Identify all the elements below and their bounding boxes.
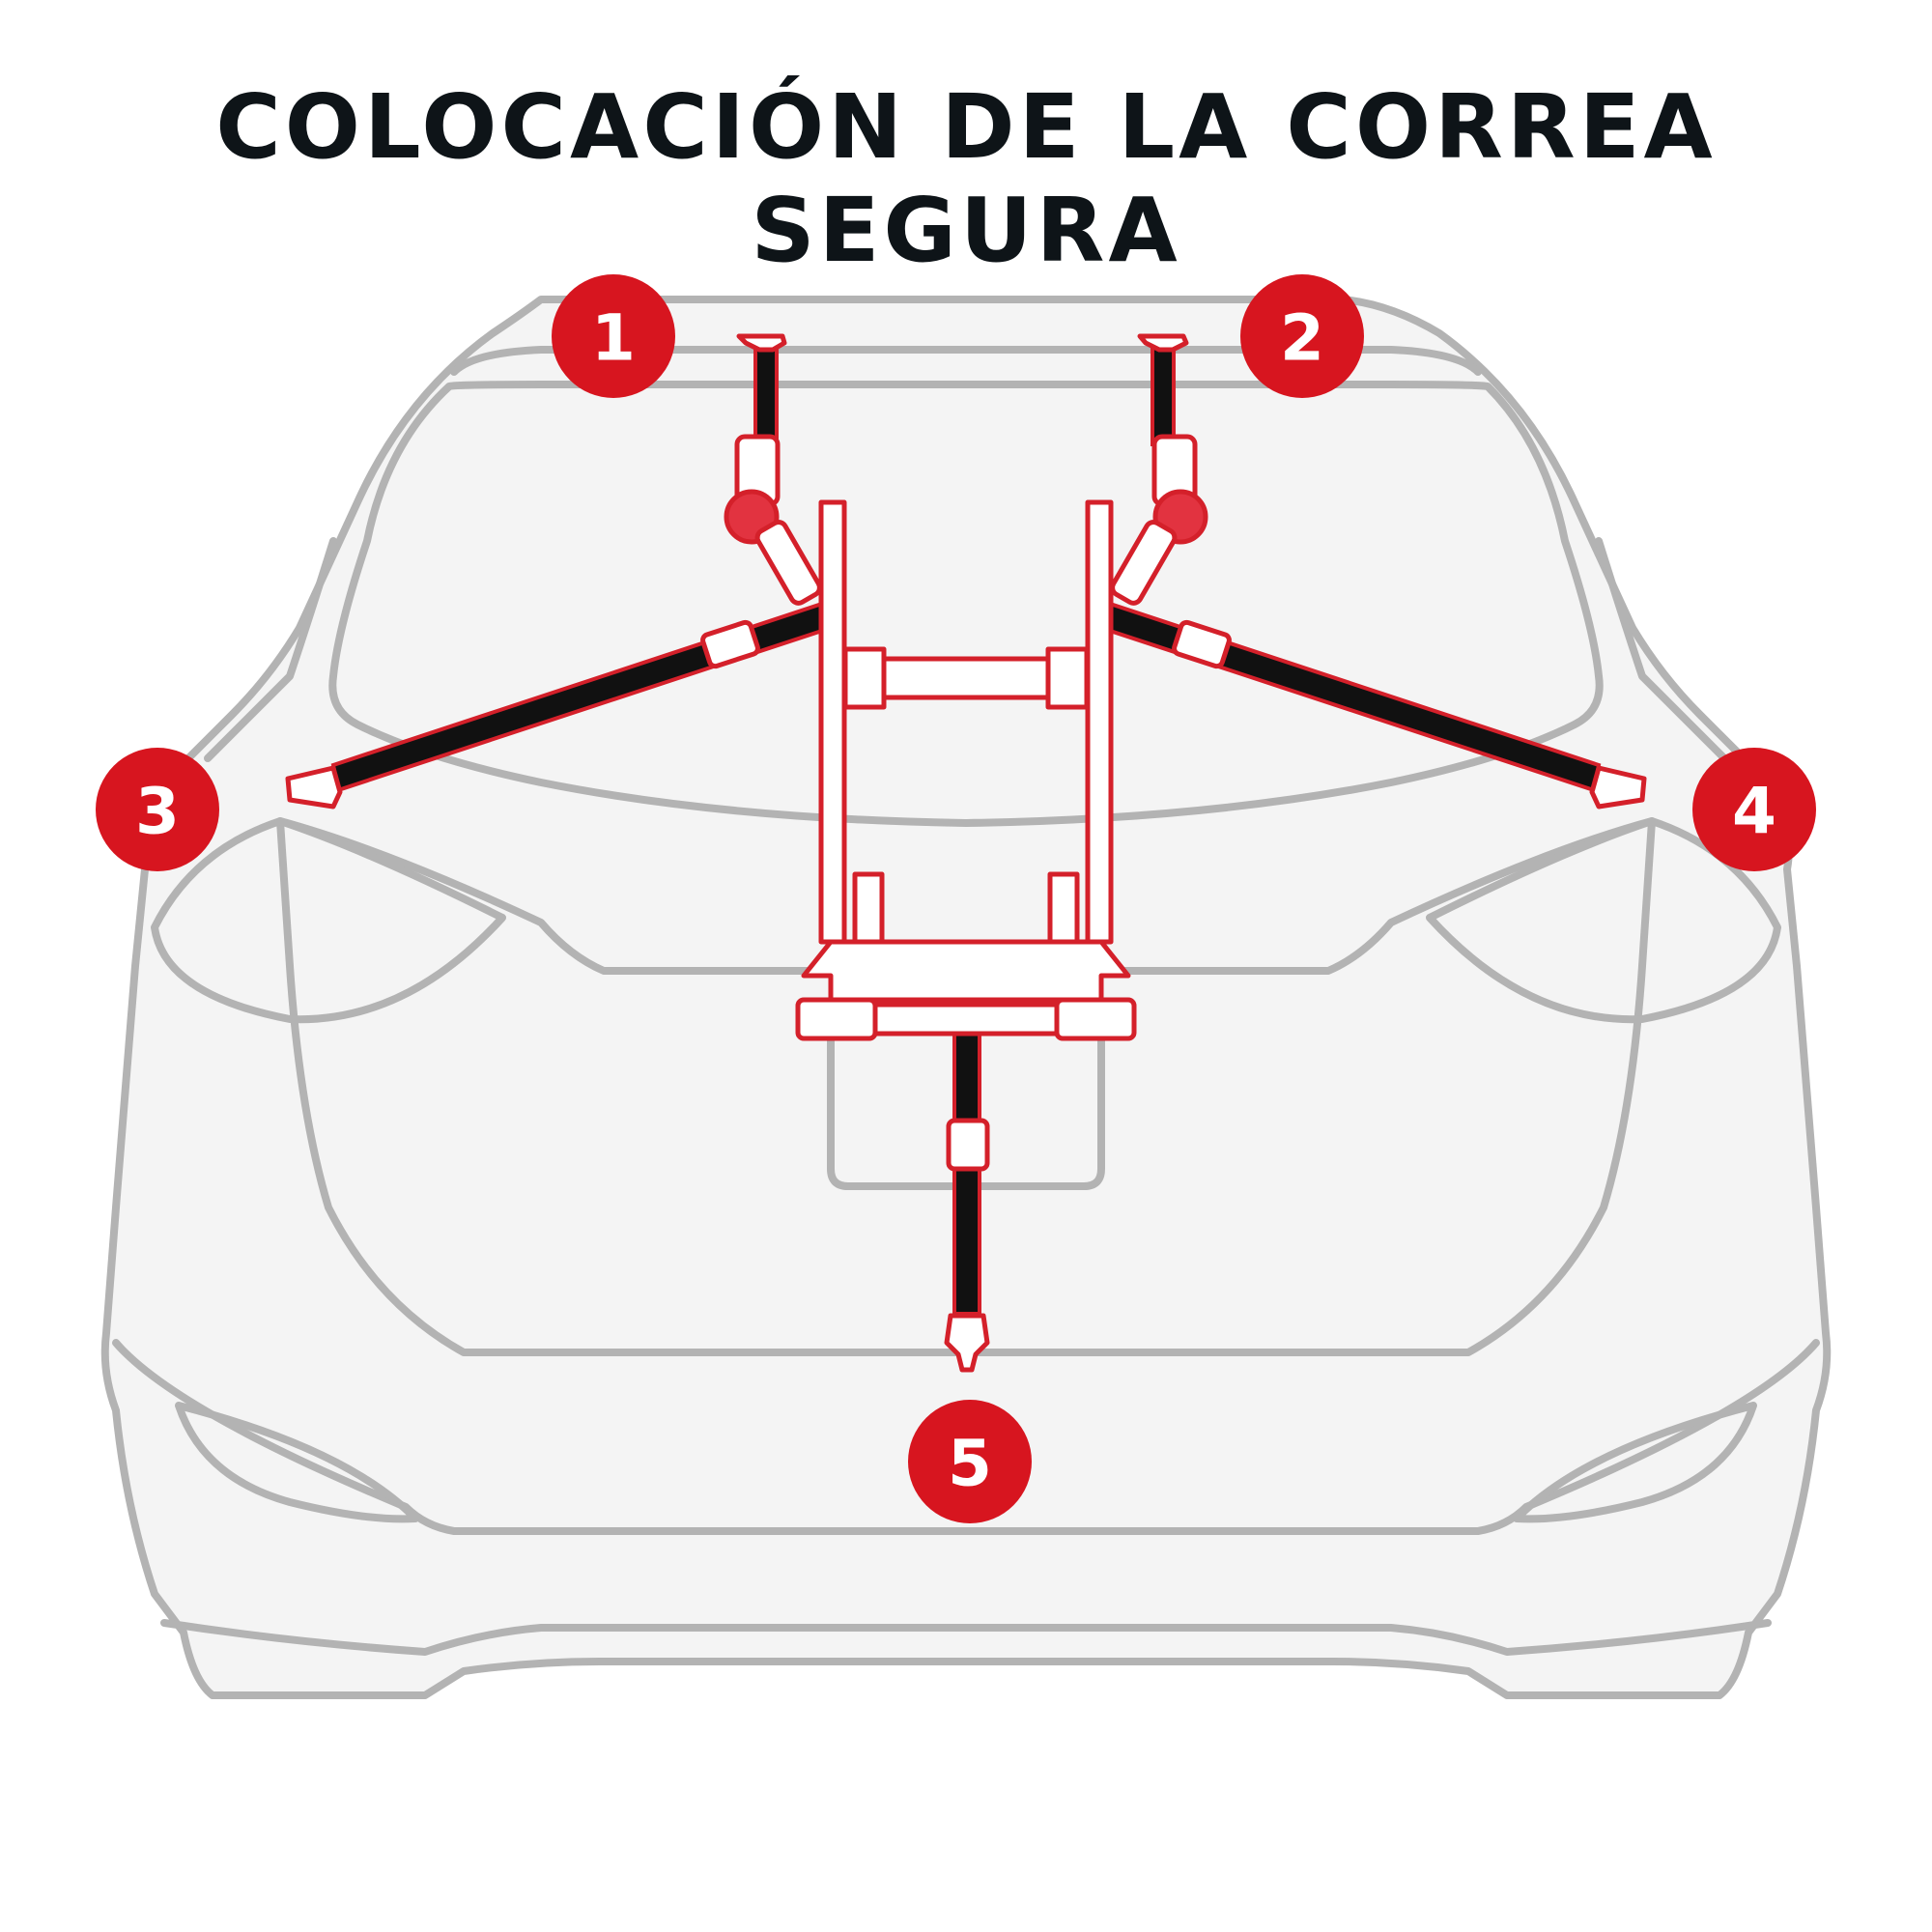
rack-left-post [818,499,847,945]
svg-text:2: 2 [1280,301,1324,376]
rack-base [801,939,1131,1003]
rear-window [328,381,1604,827]
rack-base-bar [872,1002,1060,1037]
strap-1 [753,341,779,446]
left-arm [754,520,822,606]
marker-1: 1 [552,274,675,398]
rack-crossbar [878,656,1054,700]
buckle-3 [700,619,760,669]
lower-valance [160,1619,1772,1656]
rack-base-right-pad [1054,997,1137,1041]
left-tail-light [151,817,506,1024]
svg-text:3: 3 [135,775,180,849]
hook-3 [285,765,343,810]
marker-5: 5 [908,1400,1032,1523]
rack-crossbar-left-cap [842,646,887,710]
hook-1 [736,333,787,353]
left-bumper-light [175,1402,419,1523]
right-pillar [1595,537,1728,762]
strap-2 [1151,341,1176,446]
svg-text:1: 1 [591,301,636,376]
right-bumper-light [1513,1402,1757,1523]
right-arm [1110,520,1178,606]
roof-line [450,346,1482,376]
left-pillar [204,537,337,762]
buckle-5 [946,1118,990,1172]
marker-2: 2 [1240,274,1364,398]
trunk-lid [276,817,1656,1356]
hook-2 [1137,333,1189,353]
right-tail-light [1426,817,1781,1024]
right-foot-post [1047,871,1080,945]
hook-4 [1589,765,1647,810]
left-foot-post [852,871,885,945]
buckle-4 [1172,619,1232,669]
page-title: COLOCACIÓN DE LA CORREA SEGURA [215,75,1717,282]
rack-base-left-pad [795,997,878,1041]
svg-text:4: 4 [1732,775,1776,849]
rack-right-post [1085,499,1114,945]
marker-3: 3 [96,748,219,871]
bike-rack [724,434,1208,1041]
hooks [285,333,1647,1373]
marker-4: 4 [1692,748,1816,871]
rack-crossbar-right-cap [1045,646,1090,710]
hook-5 [944,1313,990,1373]
svg-text:5: 5 [948,1427,992,1501]
